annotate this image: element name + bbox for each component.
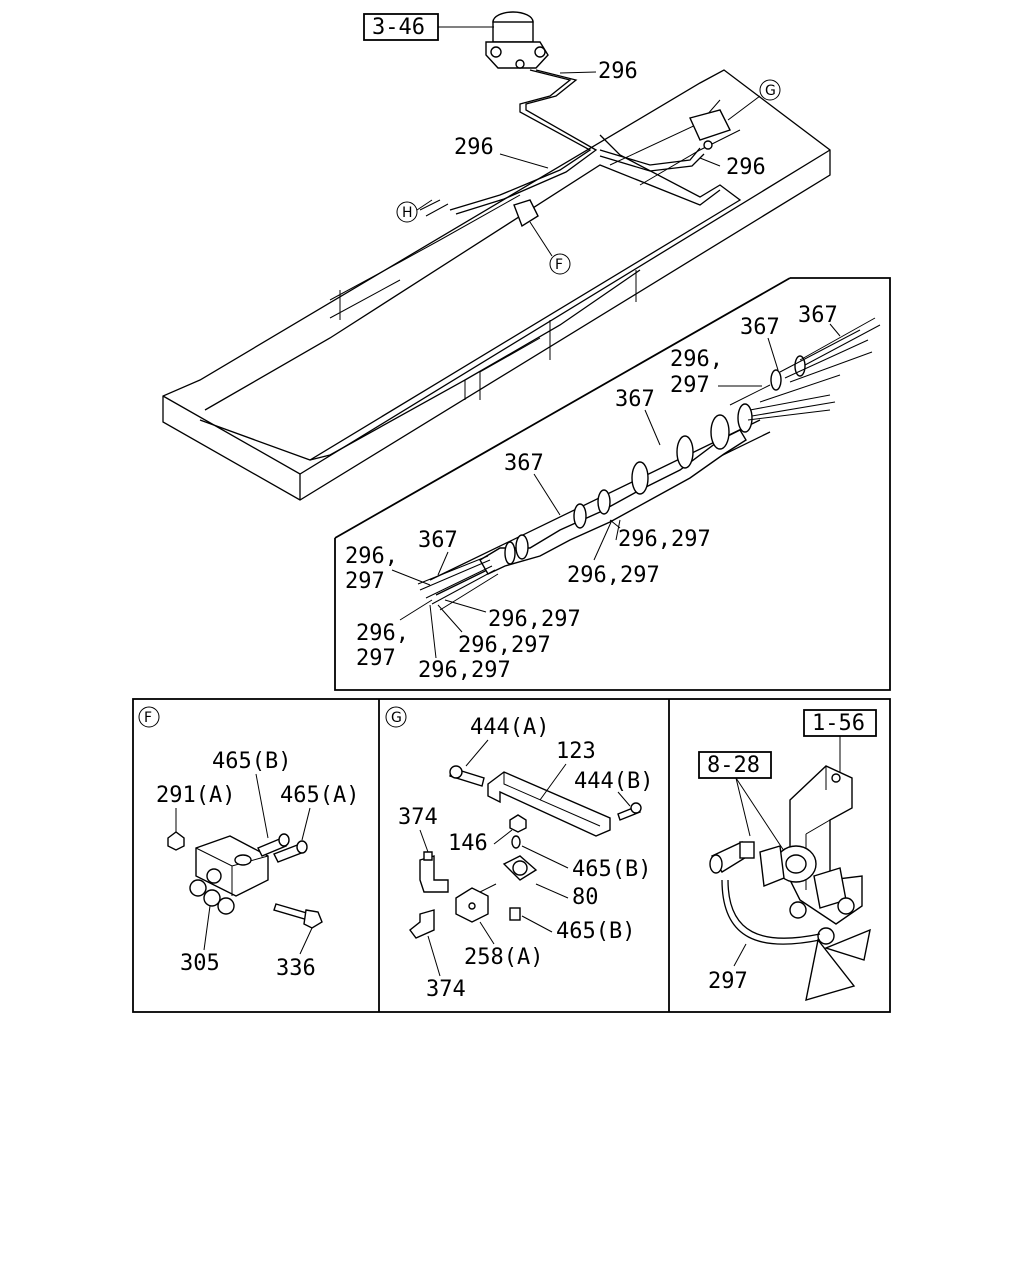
air-dryer-assembly bbox=[485, 11, 549, 69]
label-374-lower: 374 bbox=[426, 977, 466, 1002]
label-367-top-right: 367 bbox=[798, 303, 838, 328]
label-296-left-a: 296, bbox=[345, 544, 398, 569]
label-291a: 291(A) bbox=[156, 783, 235, 808]
label-367-center: 367 bbox=[504, 451, 544, 476]
label-367-upper: 367 bbox=[740, 315, 780, 340]
label-465b-lower: 465(B) bbox=[556, 919, 635, 944]
panel-f-title: F bbox=[144, 710, 152, 726]
label-336: 336 bbox=[276, 956, 316, 981]
ref-1-56-label: 1-56 bbox=[812, 711, 865, 736]
ref-3-46-label: 3-46 bbox=[372, 15, 425, 40]
label-pair-mid-b: 296,297 bbox=[458, 633, 551, 658]
label-296-upper-right: 296, bbox=[670, 347, 723, 372]
callout-f-top: F bbox=[529, 221, 571, 275]
label-80: 80 bbox=[572, 885, 599, 910]
callout-g-letter: G bbox=[765, 83, 776, 99]
label-296-top: 296 bbox=[598, 59, 638, 84]
label-258a: 258(A) bbox=[464, 945, 543, 970]
label-444b: 444(B) bbox=[574, 769, 653, 794]
label-297-right: 297 bbox=[708, 969, 748, 994]
label-pair-right-b: 296,297 bbox=[567, 563, 660, 588]
callout-h-letter: H bbox=[402, 205, 413, 221]
label-296-right: 296 bbox=[726, 155, 766, 180]
pipes-296 bbox=[419, 69, 731, 228]
label-297-left-b: 297 bbox=[356, 646, 396, 671]
ref-8-28-label: 8-28 bbox=[707, 753, 760, 778]
callout-h-top: H bbox=[396, 199, 433, 223]
panel-g: G 444(A) 123 444(B) 374 146 4 bbox=[385, 706, 653, 1002]
label-pair-mid-a: 296,297 bbox=[488, 607, 581, 632]
label-465b-upper: 465(B) bbox=[572, 857, 651, 882]
label-pair-right-a: 296,297 bbox=[618, 527, 711, 552]
label-297-left-a: 297 bbox=[345, 569, 385, 594]
label-296-middle: 296 bbox=[454, 135, 494, 160]
label-297-upper-right: 297 bbox=[670, 373, 710, 398]
label-305: 305 bbox=[180, 951, 220, 976]
label-123: 123 bbox=[556, 739, 596, 764]
label-pair-bottom: 296,297 bbox=[418, 658, 511, 683]
callout-f-letter: F bbox=[555, 257, 563, 273]
label-146: 146 bbox=[448, 831, 488, 856]
label-465b: 465(B) bbox=[212, 749, 291, 774]
label-374-upper: 374 bbox=[398, 805, 438, 830]
label-367-left: 367 bbox=[418, 528, 458, 553]
label-444a: 444(A) bbox=[470, 715, 549, 740]
panel-right: 1-56 8-28 297 bbox=[698, 709, 877, 1001]
bottom-panels-frame bbox=[132, 698, 891, 1013]
label-465a: 465(A) bbox=[280, 783, 359, 808]
callout-g-top: G bbox=[727, 79, 781, 121]
label-296-left-b: 296, bbox=[356, 621, 409, 646]
ref-box-3-46: 3-46 bbox=[363, 13, 494, 41]
harness-panel bbox=[334, 277, 891, 691]
panel-f: F 465(B) 291(A) 465(A) 305 336 bbox=[138, 706, 359, 981]
panel-g-title: G bbox=[391, 710, 402, 726]
label-367-center-upper: 367 bbox=[615, 387, 655, 412]
